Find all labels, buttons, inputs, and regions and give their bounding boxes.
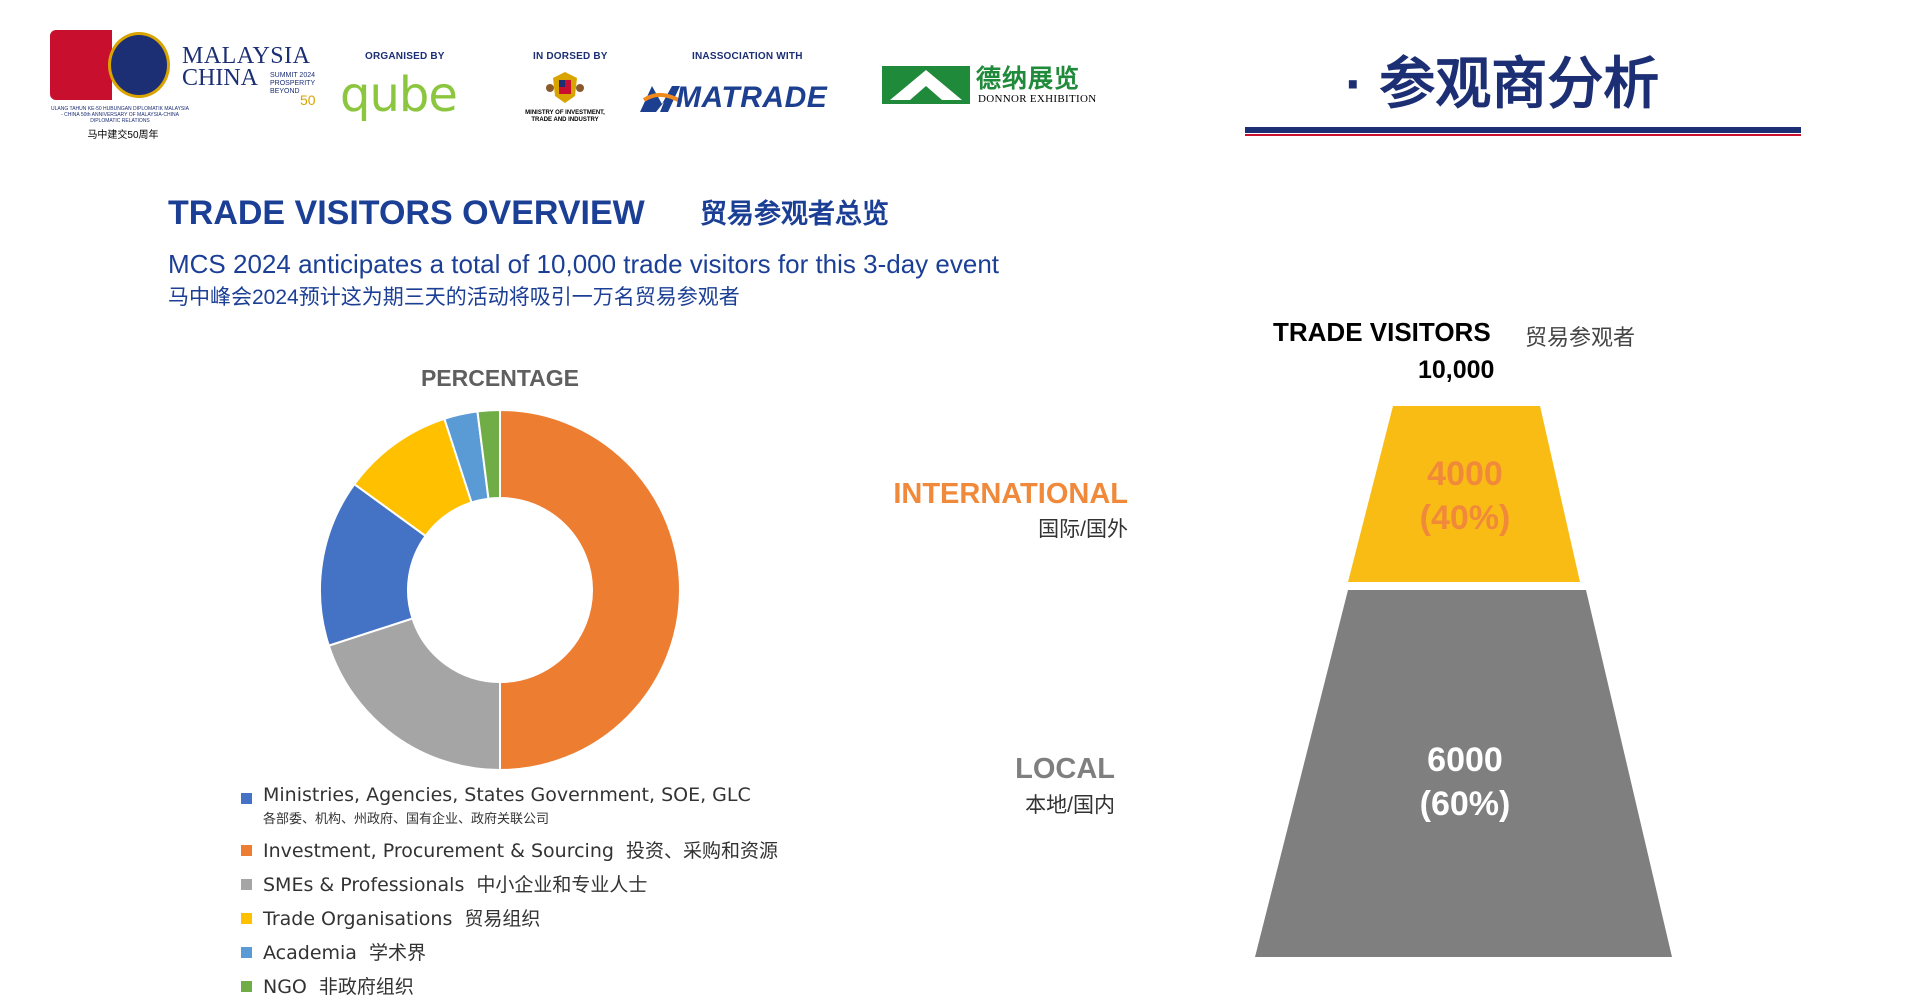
legend-label-cn: 贸易组织: [464, 908, 541, 930]
legend-label-cn: 投资、采购和资源: [625, 840, 778, 862]
international-count: 4000: [1427, 455, 1503, 493]
local-percent: (60%): [1419, 785, 1511, 823]
logo-china-text: CHINA: [182, 65, 258, 91]
donut-slice-smes-professionals: [327, 617, 501, 772]
legend-label-cn: 各部委、机构、州政府、国有企业、政府关联公司: [263, 811, 550, 826]
trade-visitors-total: 10,000: [1418, 356, 1495, 384]
overview-title: TRADE VISITORS OVERVIEW: [168, 194, 645, 232]
donnor-english-text: DONNOR EXHIBITION: [978, 93, 1097, 105]
legend-label-cn: 非政府组织: [318, 976, 414, 998]
logo-chinese-text: 马中建交50周年: [87, 130, 159, 141]
qube-logo: qube: [340, 67, 458, 123]
endorsed-by-label: IN DORSED BY: [533, 51, 608, 62]
logo-small-text: ULANG TAHUN KE-50 HUBUNGAN DIPLOMATIK MA…: [51, 106, 189, 124]
donnor-chinese-text: 德纳展览: [976, 65, 1081, 93]
international-percent: (40%): [1419, 499, 1511, 537]
funnel-segment-local: [1255, 590, 1672, 957]
donnor-exhibition-logo: 德纳展览 DONNOR EXHIBITION: [882, 65, 1112, 106]
donut-slice-investment-procurement-sourcing: [499, 408, 681, 772]
ministry-text: MINISTRY OF INVESTMENT, TRADE AND INDUST…: [525, 110, 605, 123]
local-value: 6000 (60%): [1315, 738, 1615, 826]
funnel-segment-international: [1348, 406, 1580, 582]
legend-item: Ministries, Agencies, States Government,…: [238, 776, 878, 828]
international-value: 4000 (40%): [1315, 452, 1615, 540]
matrade-swoosh-icon: [640, 86, 682, 112]
logo-summit-text: SUMMIT 2024 PROSPERITY BEYOND: [270, 72, 315, 95]
local-count: 6000: [1427, 741, 1503, 779]
trade-visitors-funnel: [1255, 406, 1672, 957]
local-label-cn: 本地/国内: [1025, 794, 1115, 817]
donut-slice-ngo: [476, 408, 501, 500]
logo-fifty-text: 50: [300, 92, 316, 108]
legend-label-cn: 中小企业和专业人士: [476, 874, 648, 896]
trade-visitors-label-cn: 贸易参观者: [1525, 325, 1636, 350]
donnor-mark-icon: [882, 66, 970, 104]
malaysia-china-summit-logo: MALAYSIA CHINA SUMMIT 2024 PROSPERITY BE…: [50, 30, 320, 141]
logo-malaysia-text: MALAYSIA: [182, 43, 311, 69]
section-title: · 参观商分析: [1345, 52, 1660, 115]
legend-swatch: [241, 913, 252, 924]
donut-legend: Ministries, Agencies, States Government,…: [238, 776, 878, 998]
legend-label-cn: 学术界: [368, 942, 426, 964]
legend-swatch: [241, 845, 252, 856]
title-underline-red: [1245, 134, 1801, 136]
legend-label: Ministries, Agencies, States Government,…: [263, 784, 751, 806]
international-label: INTERNATIONAL: [893, 478, 1128, 510]
organised-by-label: ORGANISED BY: [365, 51, 445, 62]
overview-description-cn: 马中峰会2024预计这为期三天的活动将吸引一万名贸易参观者: [168, 286, 740, 309]
legend-swatch: [241, 879, 252, 890]
title-underline-blue: [1245, 127, 1801, 133]
legend-swatch: [241, 793, 252, 804]
percentage-donut-chart: [319, 408, 681, 772]
matrade-text: MATRADE: [676, 81, 828, 114]
local-label: LOCAL: [1015, 753, 1115, 785]
donut-slice-ministries-agencies-states-government-soe-glc: [319, 482, 427, 647]
donut-chart-title: PERCENTAGE: [420, 365, 580, 391]
fifty-emblem-icon: [50, 30, 175, 102]
trade-visitors-label: TRADE VISITORS: [1273, 317, 1491, 347]
matrade-logo: MATRADE: [638, 80, 843, 116]
coat-of-arms-icon: [546, 72, 584, 103]
overview-description: MCS 2024 anticipates a total of 10,000 t…: [168, 249, 1000, 279]
ministry-logo: MINISTRY OF INVESTMENT, TRADE AND INDUST…: [515, 70, 615, 132]
legend-swatch: [241, 947, 252, 958]
overview-title-cn: 贸易参观者总览: [700, 199, 889, 229]
association-label: INASSOCIATION WITH: [692, 51, 803, 62]
international-label-cn: 国际/国外: [1038, 518, 1128, 541]
legend-swatch: [241, 981, 252, 992]
